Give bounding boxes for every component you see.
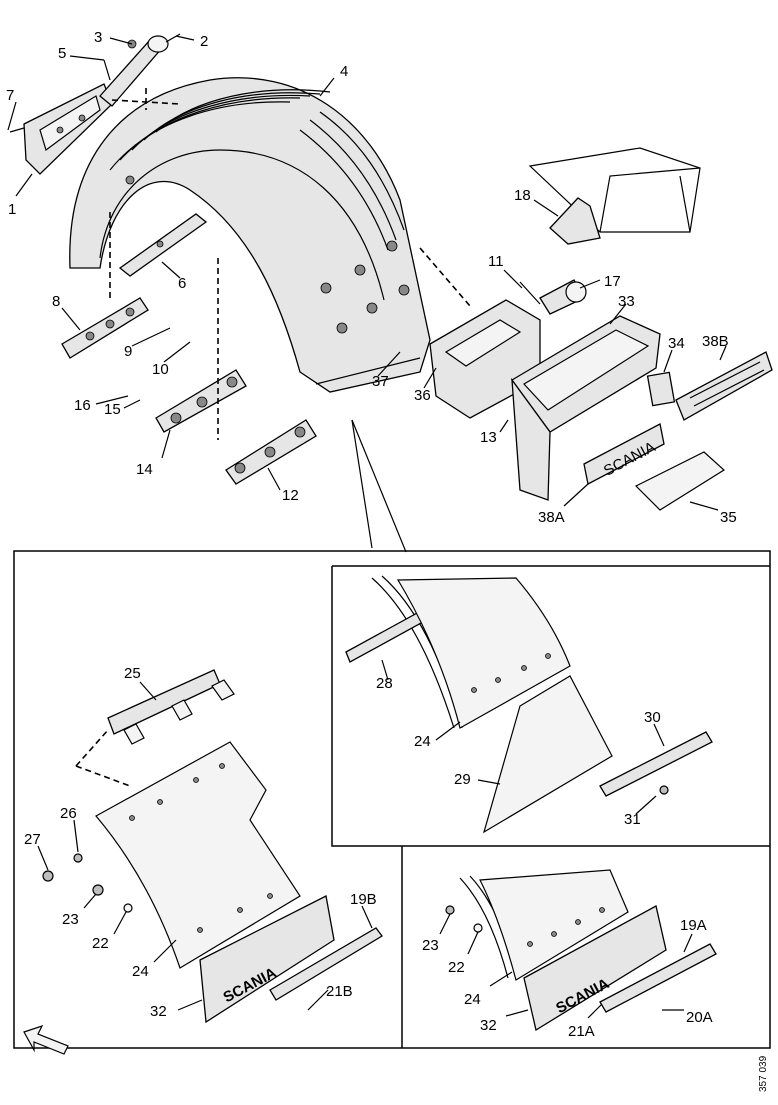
lamp-grille-part bbox=[675, 351, 773, 421]
nut-part bbox=[445, 905, 455, 915]
arrow-direction-icon bbox=[23, 1024, 69, 1055]
clamp-strip-part bbox=[599, 943, 717, 1013]
callout-20A: 20A bbox=[686, 1009, 713, 1026]
washer-part bbox=[473, 923, 483, 933]
mud-flap-bracket-part bbox=[107, 669, 235, 745]
mounting-bracket-part bbox=[23, 83, 113, 175]
stay-plate-part bbox=[155, 369, 247, 433]
callout-36: 36 bbox=[414, 387, 431, 404]
callout-38B: 38B bbox=[702, 333, 729, 350]
side-lamp-part bbox=[539, 279, 587, 315]
clamp-strip-part bbox=[269, 927, 383, 1001]
callout-10: 10 bbox=[152, 361, 169, 378]
rear-lamp-housing-part bbox=[511, 315, 661, 501]
callout-34: 34 bbox=[668, 335, 685, 352]
callout-17: 17 bbox=[604, 273, 621, 290]
assembly-guide bbox=[75, 729, 109, 767]
mud-flap-part bbox=[396, 577, 571, 729]
leader-lines bbox=[381, 659, 665, 815]
callout-21A: 21A bbox=[568, 1023, 595, 1040]
nut-part bbox=[92, 884, 104, 896]
callout-9: 9 bbox=[124, 343, 132, 360]
lamp-lens-part bbox=[634, 451, 725, 511]
leader-lines bbox=[7, 35, 727, 553]
callout-31: 31 bbox=[624, 811, 641, 828]
washer-part bbox=[123, 903, 133, 913]
callout-21B: 21B bbox=[326, 983, 353, 1000]
callout-28: 28 bbox=[376, 675, 393, 692]
callout-22-left: 22 bbox=[92, 935, 109, 952]
callout-23-left: 23 bbox=[62, 911, 79, 928]
callout-15: 15 bbox=[104, 401, 121, 418]
callout-32-right: 32 bbox=[480, 1017, 497, 1034]
callout-14: 14 bbox=[136, 461, 153, 478]
assembly-guide bbox=[75, 765, 131, 787]
callout-12: 12 bbox=[282, 487, 299, 504]
callout-4: 4 bbox=[340, 63, 348, 80]
leader-lines bbox=[37, 681, 373, 1011]
callout-22-right: 22 bbox=[448, 959, 465, 976]
detail-frame-mudflap-extension bbox=[331, 566, 770, 847]
callout-24-top-right: 24 bbox=[414, 733, 431, 750]
callout-29: 29 bbox=[454, 771, 471, 788]
callout-30: 30 bbox=[644, 709, 661, 726]
mud-flap-extension-part bbox=[483, 675, 613, 834]
callout-24-left: 24 bbox=[132, 963, 149, 980]
callout-16: 16 bbox=[74, 397, 91, 414]
clamp-strip-part bbox=[599, 731, 713, 797]
bolt-part bbox=[9, 59, 111, 133]
callout-3: 3 bbox=[94, 29, 102, 46]
callout-25: 25 bbox=[124, 665, 141, 682]
callout-8: 8 bbox=[52, 293, 60, 310]
nut-part bbox=[42, 870, 54, 882]
stay-plate-part bbox=[61, 297, 149, 359]
callout-11: 11 bbox=[488, 253, 504, 270]
fender-part bbox=[69, 77, 431, 393]
callout-6a: 6 bbox=[178, 275, 186, 292]
callout-38A: 38A bbox=[538, 509, 565, 526]
assembly-guide bbox=[419, 247, 471, 307]
callout-23-right: 23 bbox=[422, 937, 439, 954]
callout-32-left: 32 bbox=[150, 1003, 167, 1020]
reflector-part bbox=[646, 371, 676, 407]
document-code: 357 039 bbox=[758, 1055, 769, 1092]
callout-5: 5 bbox=[58, 45, 66, 62]
callout-37: 37 bbox=[372, 373, 389, 390]
fender-stay-part bbox=[118, 213, 208, 277]
washer-part bbox=[73, 853, 83, 863]
name-plate-part: SCANIA bbox=[583, 423, 665, 485]
callout-24-right: 24 bbox=[464, 991, 481, 1008]
callout-2: 2 bbox=[200, 33, 208, 50]
detail-frame-main bbox=[13, 550, 771, 1049]
callout-7: 7 bbox=[6, 87, 14, 104]
mud-flap-part bbox=[479, 869, 629, 981]
callout-18: 18 bbox=[514, 187, 531, 204]
callout-labels: 1 2 3 4 5 6 7 8 9 10 11 12 13 14 15 16 1… bbox=[6, 29, 737, 1040]
mud-flap-part bbox=[95, 741, 301, 969]
stay-plate-part bbox=[225, 419, 317, 485]
callout-26: 26 bbox=[60, 805, 77, 822]
callout-1: 1 bbox=[8, 201, 16, 218]
support-tube-part bbox=[99, 33, 181, 107]
callout-33: 33 bbox=[618, 293, 635, 310]
callout-35: 35 bbox=[720, 509, 737, 526]
callout-27: 27 bbox=[24, 831, 41, 848]
callout-19A: 19A bbox=[680, 917, 707, 934]
callout-19B: 19B bbox=[350, 891, 377, 908]
frame-rail-part bbox=[528, 147, 701, 245]
leader-lines bbox=[439, 913, 693, 1019]
callout-13: 13 bbox=[480, 429, 497, 446]
